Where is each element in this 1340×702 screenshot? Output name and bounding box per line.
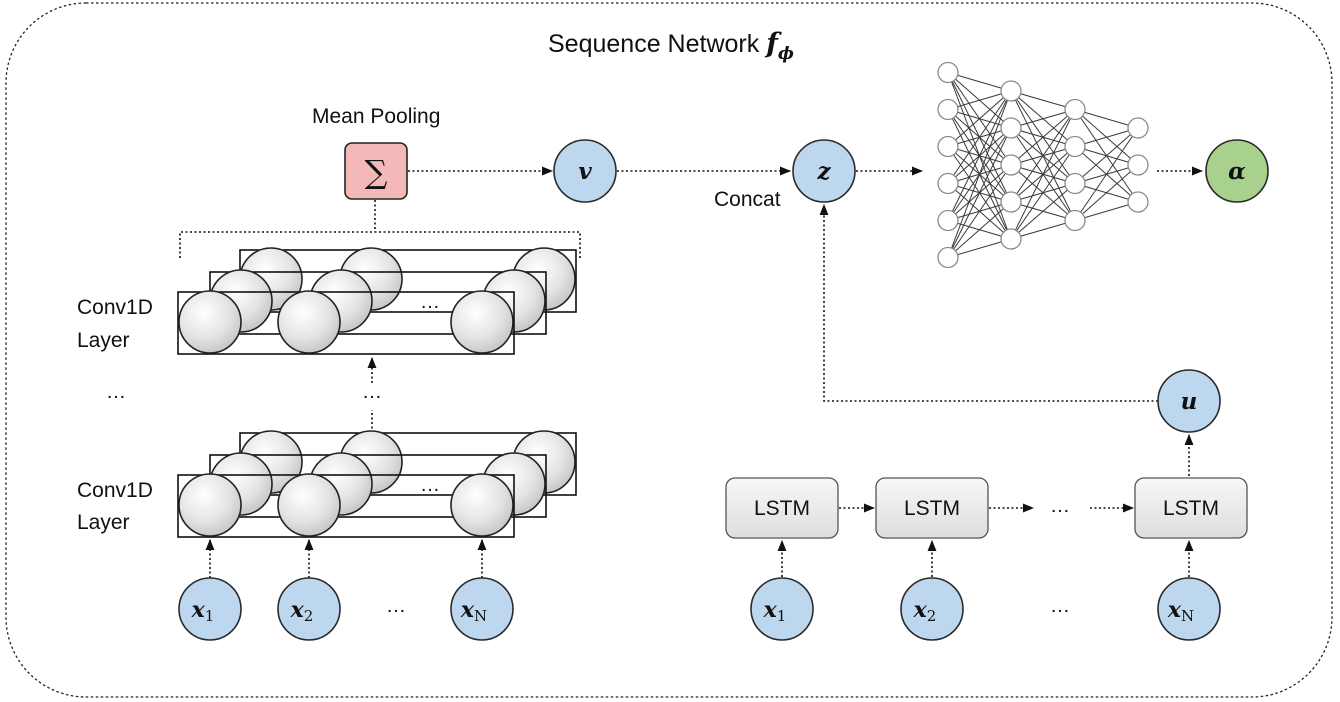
svg-text:x1: x1 [763, 597, 787, 625]
mlp-neuron-layer-2 [1000, 154, 1022, 176]
mlp-neuron-layer-1 [937, 246, 959, 269]
mlp-neuron-layer-2 [1000, 80, 1022, 102]
svg-text:x2: x2 [913, 597, 937, 625]
mlp-edge [1010, 109, 1076, 129]
mlp-edge [1074, 127, 1139, 184]
mlp-neuron-layer-1 [937, 61, 959, 84]
mlp-neuron-layer-3 [1064, 98, 1086, 121]
diagram-title: Sequence Network fϕ [548, 28, 794, 64]
svg-text:u: u [1181, 388, 1198, 415]
pooling-bracket [179, 231, 581, 258]
arrow-u-to-z [819, 203, 1158, 402]
mlp-edge [947, 238, 1012, 258]
node-v: v [553, 139, 617, 203]
svg-text:LSTM: LSTM [904, 497, 960, 520]
middle-ellipsis-vertical: … [362, 381, 382, 403]
mlp-edge [1074, 127, 1139, 221]
mlp-neuron-layer-4 [1127, 154, 1149, 176]
lstm-input-x2: x2 [900, 577, 964, 641]
mlp-edge [1074, 201, 1139, 221]
mlp-neuron-layer-1 [937, 172, 959, 195]
mlp-edge [1010, 146, 1076, 240]
mlp-edge [1010, 109, 1076, 203]
mlp-neuron-layer-3 [1064, 209, 1086, 232]
mlp-edge [947, 127, 1012, 258]
mean-pooling-label: Mean Pooling [312, 105, 440, 128]
svg-text:LSTM: LSTM [754, 497, 810, 520]
mlp-edge [947, 90, 1012, 110]
node-z: z [792, 139, 856, 203]
mlp-edge [947, 201, 1012, 258]
mlp-neuron-layer-2 [1000, 228, 1022, 250]
mlp-neuron-layer-2 [1000, 191, 1022, 213]
svg-text:α: α [1228, 158, 1246, 185]
mlp-neuron-layer-4 [1127, 191, 1149, 213]
mlp-edge [947, 72, 1012, 92]
mlp-edge [1010, 183, 1076, 240]
pooling-box [344, 142, 408, 200]
mlp-edge [1074, 164, 1139, 221]
mlp-edge [1074, 127, 1139, 147]
mlp-neuron-layer-4 [1127, 117, 1149, 139]
mlp-neuron-layer-3 [1064, 172, 1086, 195]
node-u: u [1157, 369, 1221, 433]
mlp-neuron-layer-1 [937, 135, 959, 158]
mlp-edge [947, 164, 1012, 258]
cnn-input-xN: xN [450, 577, 514, 641]
lstm-ellipsis: … [1050, 495, 1070, 517]
mlp-neuron-layer-3 [1064, 135, 1086, 158]
concat-label: Concat [714, 188, 781, 211]
mlp-network [937, 61, 1149, 269]
lstm-cell-1: LSTM [725, 477, 839, 539]
mlp-neuron-layer-2 [1000, 117, 1022, 139]
svg-text:x2: x2 [290, 597, 314, 625]
mlp-edge [1010, 220, 1076, 240]
conv-stack-upper: … [177, 247, 577, 355]
conv-stack-lower: … [177, 430, 577, 538]
svg-text:z: z [816, 158, 831, 185]
pooling-sum-icon: ∑ [365, 153, 388, 191]
mlp-neuron-layer-1 [937, 98, 959, 121]
mlp-edge [947, 90, 1012, 258]
svg-text:v: v [578, 158, 592, 185]
svg-text:LSTM: LSTM [1163, 497, 1219, 520]
svg-text:…: … [420, 291, 440, 313]
lstm-input-ellipsis: … [1050, 595, 1070, 617]
node-alpha: α [1205, 139, 1269, 203]
conv-layer-lower-label: Conv1D Layer [77, 479, 159, 534]
mlp-edge [947, 90, 1012, 147]
conv-layer-upper-label: Conv1D Layer [77, 296, 159, 352]
cnn-input-ellipsis: … [386, 595, 406, 617]
mlp-edge [947, 90, 1012, 221]
lstm-cell-3: LSTM [1134, 477, 1248, 539]
lstm-input-x1: x1 [750, 577, 814, 641]
lstm-cell-2: LSTM [875, 477, 989, 539]
cnn-input-x1: x1 [178, 577, 242, 641]
cnn-input-x2: x2 [277, 577, 341, 641]
lstm-input-xN: xN [1157, 577, 1221, 641]
svg-text:x1: x1 [191, 597, 215, 625]
mlp-neuron-layer-1 [937, 209, 959, 232]
svg-text:xN: xN [460, 597, 487, 625]
mlp-edge [1010, 109, 1076, 240]
left-ellipsis-vertical: … [106, 381, 126, 403]
mlp-edge [1074, 109, 1139, 129]
svg-text:…: … [420, 474, 440, 496]
mlp-edge [1010, 90, 1076, 110]
svg-text:xN: xN [1167, 597, 1194, 625]
mlp-edge [1010, 109, 1076, 166]
mlp-edge [947, 90, 1012, 184]
